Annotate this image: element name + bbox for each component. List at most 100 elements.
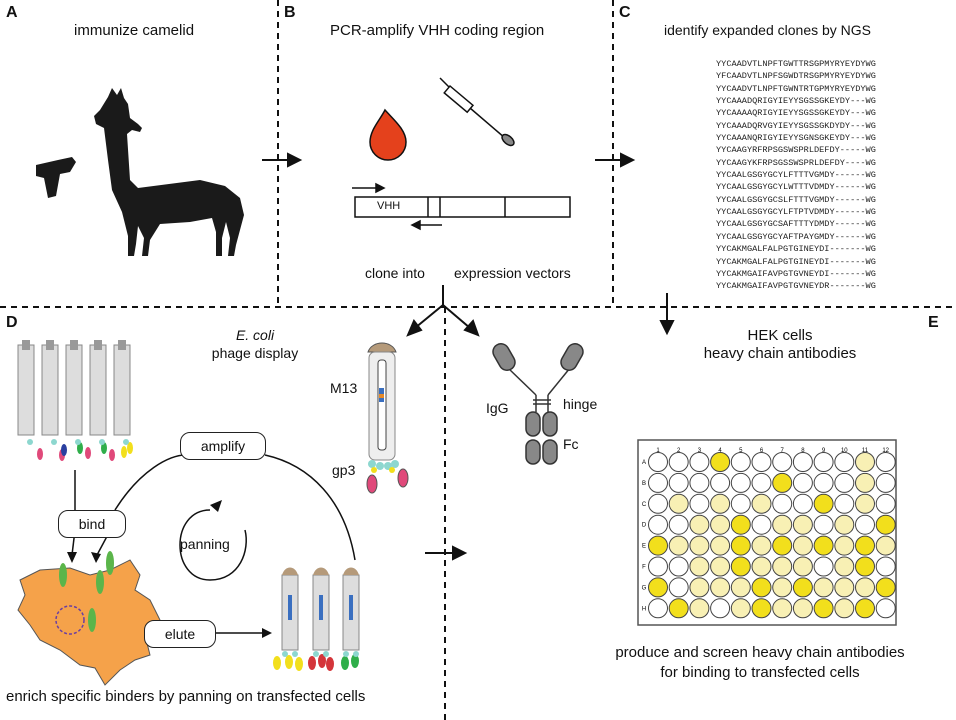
- plate-well: [710, 556, 731, 577]
- plate-well: [813, 577, 834, 598]
- plate-well: [792, 472, 813, 493]
- plate-column-label: 6: [760, 448, 764, 454]
- m13-phage-diagram: [366, 342, 409, 494]
- plate-well: [668, 535, 689, 556]
- plate-well: [668, 598, 689, 619]
- plate-column-label: 5: [739, 448, 743, 454]
- arrow-d-e: [452, 545, 468, 561]
- plate-well: [792, 452, 813, 472]
- forward-primer-arrow: [375, 182, 386, 194]
- plate-well: [710, 577, 731, 598]
- sequence-line: YYCAAADQRVGYIEYYSGSSGKDYDY---WG: [716, 120, 876, 131]
- plate-row-label: G: [642, 585, 647, 591]
- phage-display-label: phage display: [211, 345, 299, 361]
- panel-c-title: identify expanded clones by NGS: [664, 22, 872, 38]
- blood-drop-icon: [369, 108, 407, 161]
- panel-letter-c: C: [619, 4, 631, 21]
- plate-well: [834, 535, 855, 556]
- plate-well: [855, 452, 875, 472]
- plate-well: [689, 577, 710, 598]
- plate-well: [772, 514, 793, 535]
- vhh-gene-diagram: [354, 196, 571, 218]
- clone-into-label: clone into: [365, 265, 425, 281]
- plate-well: [813, 598, 834, 619]
- arrow-to-hek: [463, 319, 480, 337]
- plasmid-icon: [55, 605, 85, 635]
- sequence-line: YYCAALGSGYGCYLFTTTVGMDY------WG: [716, 170, 876, 181]
- plate-well: [813, 472, 834, 493]
- plate-well: [689, 514, 710, 535]
- sequence-line: YFCAADVTLNPFSGWDTRSGPMYRYEYDYWG: [716, 71, 876, 82]
- arrow-b-c: [620, 152, 636, 168]
- plate-well: [751, 493, 772, 514]
- plate-well: [668, 577, 689, 598]
- plate-well: [730, 535, 751, 556]
- hek-cells-label: HEK cells: [747, 327, 813, 344]
- plate-well: [792, 535, 813, 556]
- plate-column-label: 12: [882, 448, 889, 454]
- plate-well: [772, 452, 793, 472]
- plate-well: [648, 472, 668, 493]
- eluted-phages: [273, 567, 360, 671]
- plate-well: [730, 493, 751, 514]
- plate-well: [751, 472, 772, 493]
- panel-letter-d: D: [6, 314, 18, 331]
- vhh-label: VHH: [377, 200, 401, 212]
- m13-label: M13: [330, 380, 358, 396]
- plate-well: [730, 472, 751, 493]
- sequence-line: YYCAALGSGYGCSLFTTTVGMDY------WG: [716, 194, 876, 205]
- plate-well: [813, 452, 834, 472]
- panel-b-title: PCR-amplify VHH coding region: [330, 22, 545, 39]
- sequence-line: YYCAADVTLNPFTGWTTRSGPMYRYEYDYWG: [716, 59, 876, 69]
- plate-well: [648, 514, 668, 535]
- plate-well: [855, 472, 875, 493]
- plate-well: [792, 514, 813, 535]
- sequence-line: YYCAAGYRFRPSGSWSPRLDEFDY-----WG: [716, 145, 876, 156]
- bind-label: bind: [58, 510, 126, 538]
- plate-well: [689, 535, 710, 556]
- plate-well: [772, 493, 793, 514]
- plate-well: [792, 577, 813, 598]
- plate-well: [689, 556, 710, 577]
- elute-label: elute: [144, 620, 216, 648]
- plate-well: [875, 514, 896, 535]
- plate-column-label: 4: [718, 448, 722, 454]
- plate-well: [751, 598, 772, 619]
- plate-well: [689, 452, 710, 472]
- injection-gun-icon: [36, 157, 76, 198]
- expression-vectors-label: expression vectors: [454, 265, 571, 281]
- plate-row-label: D: [642, 523, 647, 529]
- gp3-label: gp3: [332, 462, 356, 478]
- ngs-sequence-list: YYCAADVTLNPFTGWTTRSGPMYRYEYDYWG YFCAADVTL…: [716, 58, 876, 293]
- plate-row-label: B: [642, 481, 646, 487]
- plate-well: [751, 577, 772, 598]
- plate-well: [689, 472, 710, 493]
- plate-well: [834, 452, 855, 472]
- reverse-primer-arrow: [410, 219, 421, 231]
- sequence-line: YYCAAADQRIGYIEYYSGSSGKEYDY---WG: [716, 96, 876, 107]
- plate-well: [710, 598, 731, 619]
- plate-well: [855, 514, 875, 535]
- ecoli-label: E. coli: [235, 327, 275, 343]
- plate-well: [730, 514, 751, 535]
- plate-row-label: C: [642, 502, 647, 508]
- plate-well: [648, 556, 668, 577]
- plate-well: [751, 514, 772, 535]
- plate-well: [834, 577, 855, 598]
- amplify-label: amplify: [180, 432, 266, 460]
- plate-well: [875, 577, 896, 598]
- plate-well: [834, 514, 855, 535]
- sequence-line: YYCAALGSGYGCYLFTPTVDMDY------WG: [716, 207, 876, 218]
- plate-well: [834, 493, 855, 514]
- sequence-line: YYCAAANQRIGYIEYYSGNSGKEYDY---WG: [716, 133, 876, 144]
- plate-well: [792, 598, 813, 619]
- plate-well: [834, 472, 855, 493]
- plate-well: [855, 577, 875, 598]
- panel-a-title: immunize camelid: [74, 22, 195, 39]
- plate-well: [668, 472, 689, 493]
- plate-well: [875, 598, 896, 619]
- plate-column-label: 7: [781, 448, 785, 454]
- plate-well: [730, 556, 751, 577]
- plate-well: [648, 598, 668, 619]
- plate-well: [648, 493, 668, 514]
